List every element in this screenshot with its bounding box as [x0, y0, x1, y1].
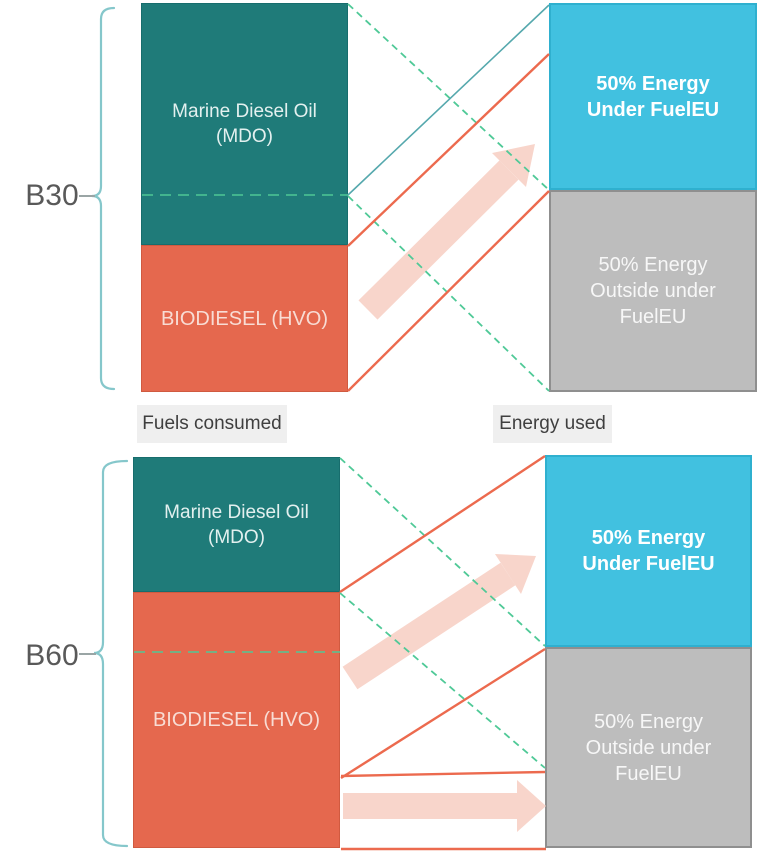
b30-energy-outside-line2: Outside under: [590, 280, 716, 302]
b30-energy-under-line2: Under FuelEU: [586, 98, 720, 121]
b30-energy-outside-box: 50% Energy Outside under FuelEU: [549, 190, 757, 392]
b60-energy-outside-line2: Outside under: [585, 736, 712, 759]
b60-dashed-mdo-top-to-outside-top-line: [339, 457, 546, 647]
b60-energy-outside-box: 50% Energy Outside under FuelEU: [545, 647, 752, 848]
b60-orange-split-to-outside-line: [340, 770, 546, 778]
b60-energy-outside-line1: 50% Energy: [594, 710, 703, 733]
b60-allocation-arrow-horizontal: [343, 780, 546, 832]
b60-energy-under-box: 50% Energy Under FuelEU: [545, 455, 752, 647]
b30-biodiesel-label: BIODIESEL (HVO): [160, 307, 329, 330]
b30-mdo-label-line1: Marine Diesel Oil: [172, 101, 317, 122]
b60-orange-split-to-under-bottom-line: [340, 647, 546, 780]
b30-mdo-segment: Marine Diesel Oil (MDO): [141, 3, 348, 245]
b60-mdo-label-line2: (MDO): [208, 526, 265, 548]
b60-mdo-label-line1: Marine Diesel Oil: [164, 501, 309, 523]
b60-energy-under-line2: Under FuelEU: [582, 553, 715, 575]
b30-biodiesel-segment: BIODIESEL (HVO): [141, 245, 348, 392]
b30-orange-biodiesel-bottom-line: [347, 190, 550, 392]
b60-bracket-label: B60: [25, 639, 79, 672]
b30-bracket-label: B30: [25, 179, 79, 212]
b30-teal-50pct-to-under-top-line: [347, 4, 550, 196]
column-label-fuels-consumed: Fuels consumed: [137, 405, 287, 443]
column-label-energy-used: Energy used: [493, 405, 612, 443]
b30-orange-biodiesel-top-line: [347, 53, 550, 247]
b30-mdo-label-line2: (MDO): [216, 126, 273, 147]
b30-energy-outside-line1: 50% Energy: [598, 254, 708, 276]
b30-dashed-50pct-to-outside-bottom-line: [347, 195, 550, 392]
b60-orange-biodiesel-top-line: [339, 455, 546, 593]
b30-energy-under-line1: 50% Energy: [596, 72, 710, 95]
b60-allocation-arrow-diagonal: [342, 554, 536, 690]
b60-energy-outside-line3: FuelEU: [615, 762, 682, 785]
b60-biodiesel-label: BIODIESEL (HVO): [152, 709, 321, 731]
b30-energy-under-box: 50% Energy Under FuelEU: [549, 3, 757, 190]
b30-bracket: [91, 6, 116, 391]
b60-energy-under-line1: 50% Energy: [591, 527, 706, 549]
b60-bracket: [93, 459, 129, 848]
b30-dashed-mdo-top-to-outside-top-line: [347, 3, 550, 191]
b60-mdo-segment: Marine Diesel Oil (MDO): [133, 457, 340, 592]
b30-energy-outside-line3: FuelEU: [619, 306, 687, 328]
b30-allocation-arrow: [358, 144, 535, 320]
b60-biodiesel-segment: BIODIESEL (HVO): [133, 592, 340, 848]
b60-dashed-mdo-bottom-line: [339, 592, 546, 769]
